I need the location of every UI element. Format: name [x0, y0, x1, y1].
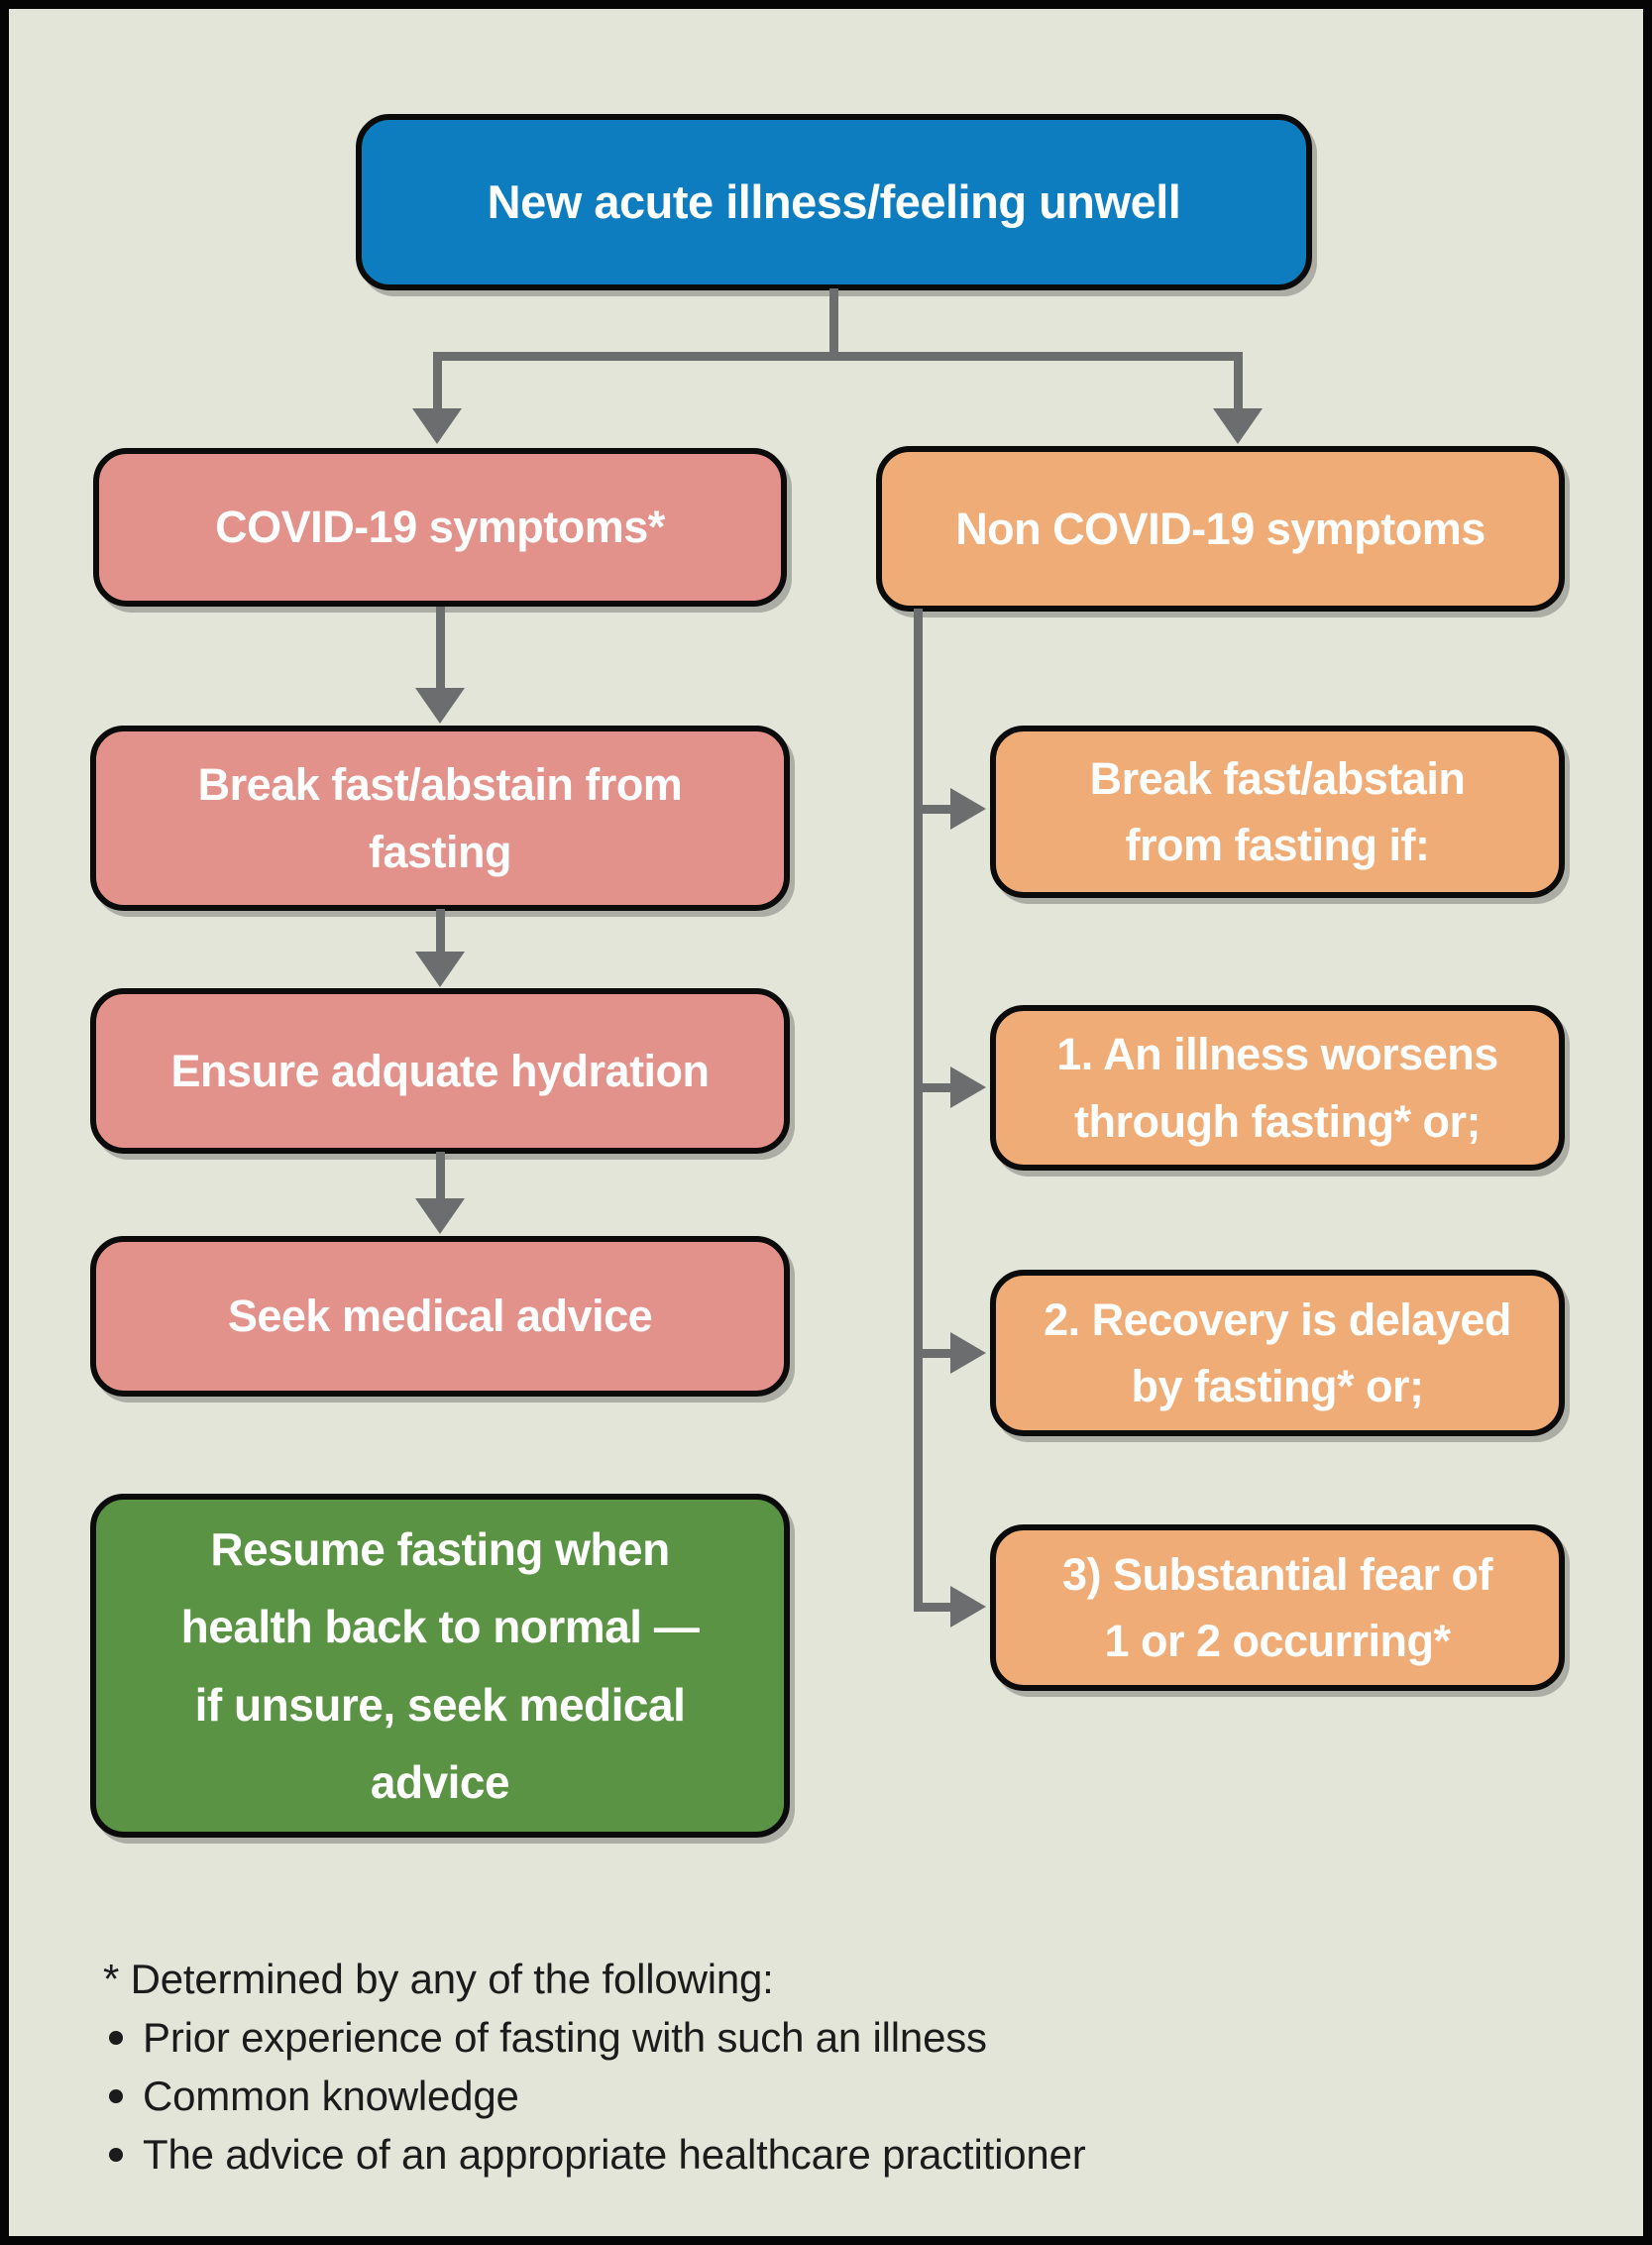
arrow-covid-to-breakfast-stem [436, 607, 445, 690]
node-non-covid-symptoms: Non COVID-19 symptoms [876, 446, 1565, 612]
arrow-to-condition3-head-icon [950, 1586, 986, 1628]
footnote-heading-text: * Determined by any of the following: [103, 1955, 774, 2002]
footnote-item: Common knowledge [103, 2067, 1590, 2125]
footnote-item-text: Common knowledge [143, 2072, 519, 2119]
node-new-acute-illness: New acute illness/feeling unwell [356, 114, 1312, 290]
node-condition-1: 1. An illness worsens through fasting* o… [990, 1005, 1565, 1171]
arrow-branch-left-stem [433, 352, 442, 411]
arrow-branch-left-head-icon [412, 408, 462, 444]
node-covid-symptoms: COVID-19 symptoms* [93, 448, 787, 607]
arrow-to-condition1-stem [914, 1083, 955, 1092]
node-condition-2: 2. Recovery is delayed by fasting* or; [990, 1270, 1565, 1436]
connector-start-stem [829, 288, 838, 360]
node-seek-advice: Seek medical advice [90, 1236, 790, 1397]
connector-noncovid-vertical-line [914, 609, 923, 1612]
node-break-fast-if: Break fast/abstain from fasting if: [990, 726, 1565, 898]
node-resume-fasting: Resume fasting when health back to norma… [90, 1494, 790, 1838]
node-condition-3: 3) Substantial fear of 1 or 2 occurring* [990, 1524, 1565, 1691]
arrow-to-breakfastif-stem [914, 805, 955, 814]
arrow-hydration-to-advice-stem [436, 1152, 445, 1200]
node-break-fast: Break fast/abstain from fasting [90, 726, 790, 911]
arrow-to-condition1-head-icon [950, 1066, 986, 1108]
arrow-breakfast-to-hydration-stem [436, 909, 445, 954]
arrow-branch-right-stem [1234, 352, 1243, 411]
arrow-covid-to-breakfast-head-icon [415, 688, 465, 724]
footnote: * Determined by any of the following: Pr… [103, 1950, 1590, 2184]
connector-branch-line [433, 352, 1243, 361]
bullet-icon [109, 2088, 123, 2103]
footnote-item: The advice of an appropriate healthcare … [103, 2125, 1590, 2184]
footnote-item-text: The advice of an appropriate healthcare … [143, 2130, 1086, 2178]
node-hydration: Ensure adquate hydration [90, 988, 790, 1154]
footnote-item-text: Prior experience of fasting with such an… [143, 2013, 987, 2061]
arrow-branch-right-head-icon [1213, 408, 1263, 444]
footnote-item: Prior experience of fasting with such an… [103, 2008, 1590, 2067]
arrow-to-condition3-stem [914, 1603, 955, 1612]
arrow-hydration-to-advice-head-icon [415, 1198, 465, 1234]
footnote-heading: * Determined by any of the following: [103, 1950, 1590, 2008]
arrow-breakfast-to-hydration-head-icon [415, 952, 465, 987]
arrow-to-condition2-stem [914, 1349, 955, 1358]
bullet-icon [109, 2147, 123, 2162]
arrow-to-condition2-head-icon [950, 1332, 986, 1374]
bullet-icon [109, 2030, 123, 2045]
arrow-to-breakfastif-head-icon [950, 788, 986, 830]
